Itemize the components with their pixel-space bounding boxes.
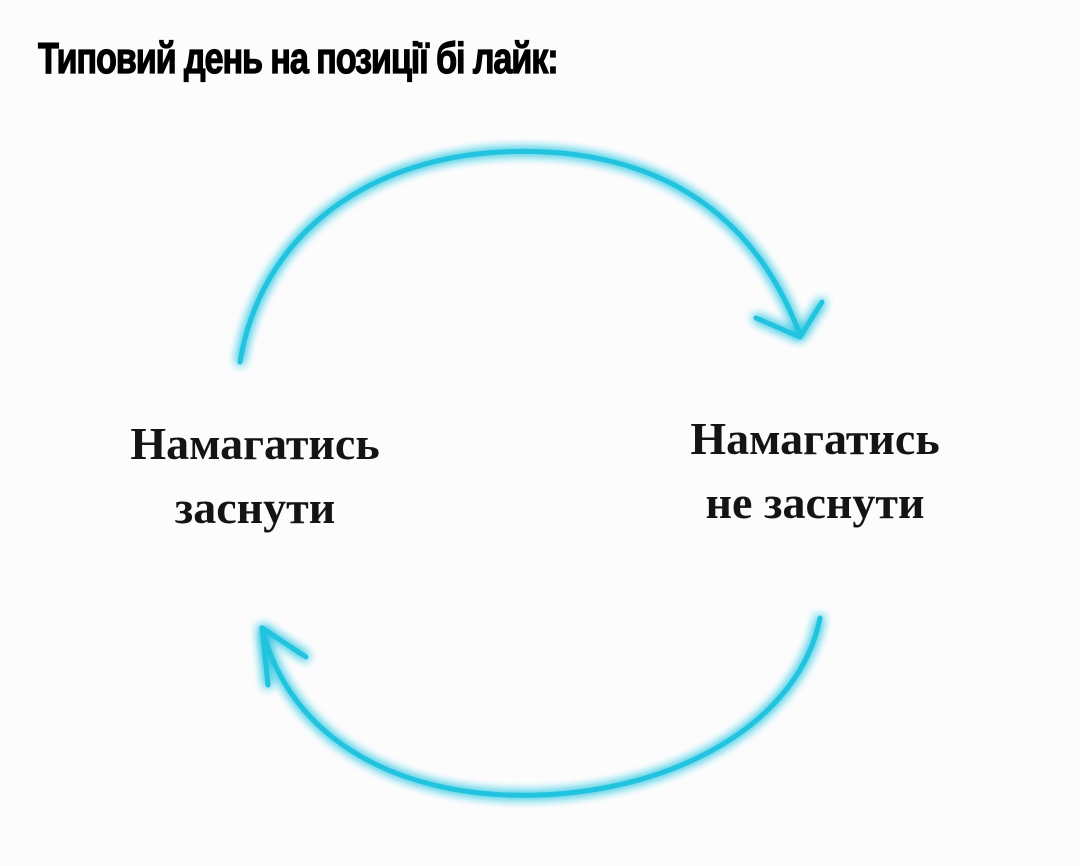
node-left-line2: заснути: [174, 482, 336, 533]
arrow-top-head: [753, 299, 825, 340]
node-left-line1: Намагатись: [130, 418, 380, 469]
node-right-line1: Намагатись: [690, 413, 940, 464]
arrow-top-arc: [237, 148, 803, 365]
arrow-bottom-head: [259, 625, 309, 688]
node-right-text: Намагатись не заснути: [630, 407, 1000, 535]
arrow-top: [237, 148, 825, 365]
node-left-text: Намагатись заснути: [70, 412, 440, 540]
arrow-bottom: [259, 615, 823, 798]
node-right-line2: не заснути: [705, 477, 925, 528]
arrow-bottom-arc: [259, 615, 823, 798]
page-title: Типовий день на позиції бі лайк:: [38, 33, 560, 83]
